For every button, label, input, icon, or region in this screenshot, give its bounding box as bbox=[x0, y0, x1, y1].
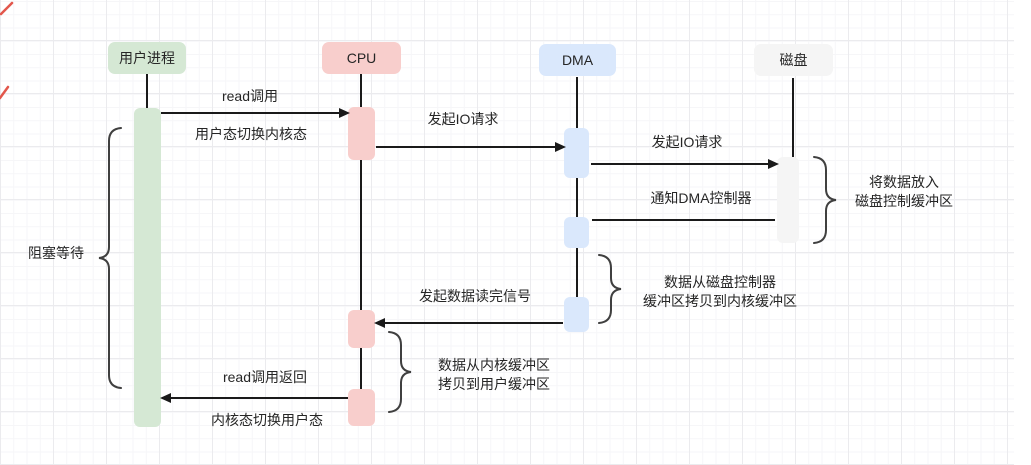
annotation-dma-copy-line2: 缓冲区拷贝到内核缓冲区 bbox=[643, 293, 797, 309]
lifeline-head-disk-label: 磁盘 bbox=[779, 52, 808, 68]
annotation-cpu-copy-line2: 拷贝到用户缓冲区 bbox=[438, 376, 550, 392]
activation-dma-3[interactable] bbox=[564, 297, 589, 332]
red-edge-marks bbox=[0, 1, 14, 100]
lifeline-dma-2 bbox=[576, 178, 578, 217]
activation-user-process[interactable] bbox=[134, 108, 161, 427]
lifeline-user-process bbox=[146, 74, 148, 108]
brace-blocking-wait bbox=[98, 127, 122, 389]
annotation-cpu-copy-line1: 数据从内核缓冲区 bbox=[438, 357, 550, 373]
label-io-request-dma-disk: 发起IO请求 bbox=[651, 134, 723, 150]
arrowhead-right-icon bbox=[768, 159, 779, 169]
lifeline-head-user-process-label: 用户进程 bbox=[119, 50, 175, 66]
red-mark-lower bbox=[0, 85, 10, 100]
label-user-to-kernel-switch: 用户态切换内核态 bbox=[195, 126, 307, 142]
annotation-disk-buffer: 将数据放入 磁盘控制缓冲区 bbox=[855, 173, 953, 211]
brace-cpu-copy bbox=[388, 331, 412, 413]
activation-cpu-3[interactable] bbox=[348, 389, 375, 426]
activation-dma-2[interactable] bbox=[564, 217, 589, 248]
activation-cpu-2[interactable] bbox=[348, 310, 375, 348]
label-notify-dma-controller: 通知DMA控制器 bbox=[650, 190, 752, 206]
label-read-call: read调用 bbox=[221, 88, 279, 104]
lifeline-cpu-3 bbox=[360, 348, 362, 389]
arrowhead-right-icon bbox=[339, 108, 350, 118]
lifeline-dma-3 bbox=[576, 248, 578, 297]
arrow-io-request-dma-disk[interactable] bbox=[591, 159, 779, 169]
brace-dma-copy bbox=[598, 254, 622, 324]
lifeline-head-disk[interactable]: 磁盘 bbox=[754, 44, 833, 76]
lifeline-dma-1 bbox=[576, 77, 578, 128]
activation-cpu-1[interactable] bbox=[348, 107, 375, 160]
arrow-read-call[interactable] bbox=[161, 108, 350, 118]
activation-dma-1[interactable] bbox=[564, 128, 589, 178]
arrow-io-request-cpu-dma[interactable] bbox=[376, 142, 566, 152]
label-read-done-signal: 发起数据读完信号 bbox=[419, 288, 531, 304]
arrow-read-done-signal[interactable] bbox=[374, 318, 563, 328]
annotation-blocking-wait: 阻塞等待 bbox=[28, 245, 84, 261]
annotation-disk-buffer-line1: 将数据放入 bbox=[869, 174, 939, 190]
lifeline-cpu-2 bbox=[360, 160, 362, 310]
lifeline-head-user-process[interactable]: 用户进程 bbox=[108, 42, 186, 74]
label-kernel-to-user-switch: 内核态切换用户态 bbox=[211, 412, 323, 428]
activation-disk[interactable] bbox=[777, 157, 799, 243]
arrowhead-left-icon bbox=[160, 393, 171, 403]
arrowhead-left-icon bbox=[374, 318, 385, 328]
brace-disk-buffer bbox=[813, 156, 837, 244]
lifeline-head-cpu-label: CPU bbox=[346, 50, 377, 66]
label-io-request-cpu-dma: 发起IO请求 bbox=[427, 111, 499, 127]
lifeline-cpu-1 bbox=[360, 74, 362, 107]
red-mark-top bbox=[0, 1, 14, 16]
lifeline-head-dma-label: DMA bbox=[561, 52, 594, 68]
label-read-return: read调用返回 bbox=[222, 369, 308, 385]
line-notify-dma-controller[interactable] bbox=[592, 219, 775, 221]
annotation-dma-copy-line1: 数据从磁盘控制器 bbox=[664, 274, 776, 290]
lifeline-head-cpu[interactable]: CPU bbox=[322, 42, 401, 74]
arrowhead-right-icon bbox=[555, 142, 566, 152]
annotation-cpu-copy: 数据从内核缓冲区 拷贝到用户缓冲区 bbox=[438, 356, 550, 394]
lifeline-disk bbox=[792, 78, 794, 157]
lifeline-head-dma[interactable]: DMA bbox=[539, 44, 616, 76]
annotation-dma-copy: 数据从磁盘控制器 缓冲区拷贝到内核缓冲区 bbox=[643, 273, 797, 311]
arrow-read-return[interactable] bbox=[160, 393, 348, 403]
annotation-disk-buffer-line2: 磁盘控制缓冲区 bbox=[855, 193, 953, 209]
